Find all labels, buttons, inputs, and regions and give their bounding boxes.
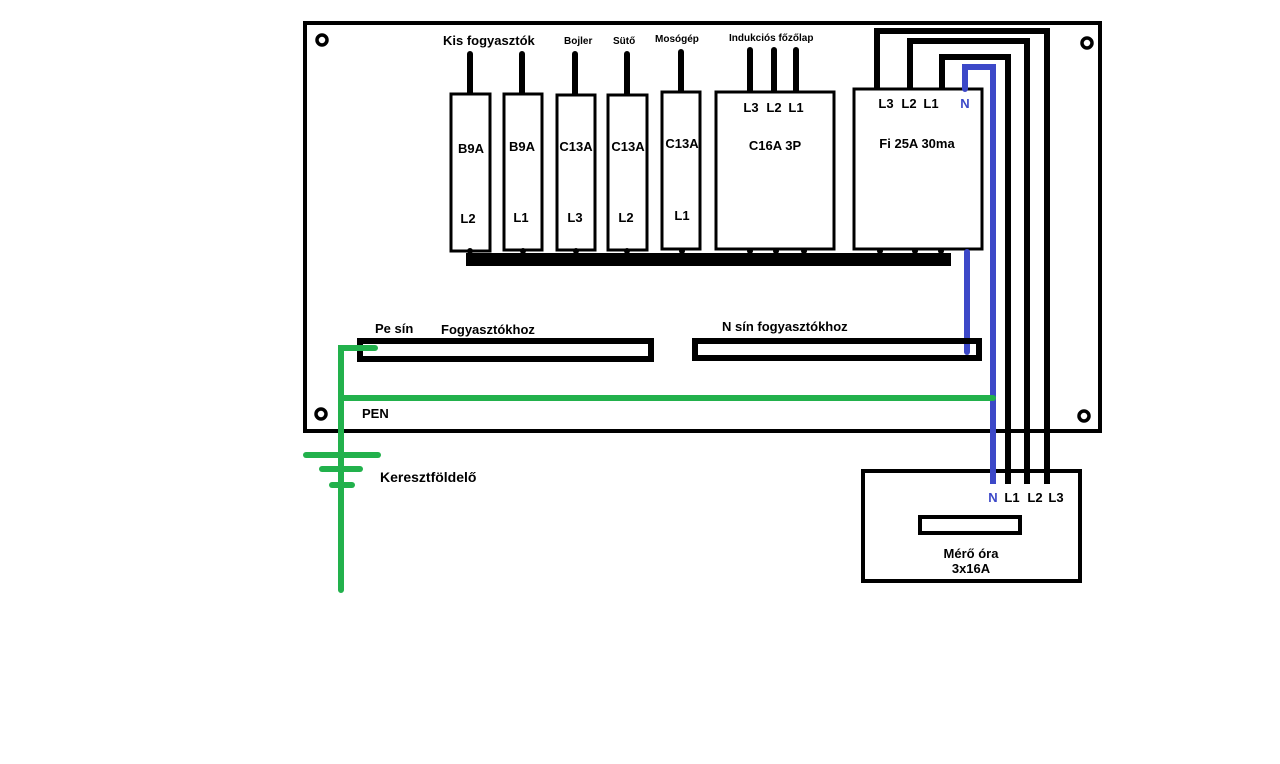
mounting-hole-icon [315,33,329,47]
phase-busbar [466,253,951,266]
mounting-hole-icon [1077,409,1091,423]
breaker-5[interactable]: C13A L1 [660,90,702,251]
wire-l1 [939,54,1011,472]
energy-meter[interactable]: N L1 L2 L3 Mérő óra 3x16A [861,469,1082,583]
breaker-phase: L1 [513,210,528,225]
group-label-oven: Sütő [613,36,635,47]
incoming-phase-wires [874,28,1050,472]
load-wires [467,47,799,98]
breaker-2[interactable]: B9A L1 [502,92,544,252]
meter-wire-ends [990,466,1050,484]
breaker-phase: L3 [567,210,582,225]
meter-terminal-n: N [988,490,997,505]
breaker-rating: C13A [559,139,593,154]
meter-terminal-l3: L3 [1048,490,1063,505]
breaker-phase: L1 [674,208,689,223]
breaker-rating: C13A [611,139,645,154]
meter-terminal-l2: L2 [1027,490,1042,505]
breaker-rating: B9A [509,139,536,154]
group-label-boiler: Bojler [564,36,592,47]
earth-wires [303,345,996,593]
pe-bar [357,338,654,362]
terminal-label: L1 [923,96,938,111]
breaker-rating: B9A [458,141,485,156]
neutral-terminal-label: N [960,96,969,111]
breaker-1[interactable]: B9A L2 [449,92,492,253]
meter-terminal-l1: L1 [1004,490,1019,505]
breaker-rating: C13A [665,136,699,151]
pe-bar-sublabel: Fogyasztókhoz [441,322,535,337]
breaker-3[interactable]: C13A L3 [555,93,597,252]
terminal-label: L3 [878,96,893,111]
mounting-hole-icon [314,407,328,421]
meter-title: Mérő óra [944,546,1000,561]
rcd[interactable]: L3 L2 L1 N Fi 25A 30ma [852,87,984,251]
wire-pe [338,345,378,593]
meter-rating: 3x16A [952,561,991,576]
terminal-label: L2 [901,96,916,111]
wire-l3 [874,28,1050,472]
group-label-washing-machine: Mosógép [655,34,699,45]
rcd-rating: Fi 25A 30ma [879,136,955,151]
panel-enclosure [303,21,1102,433]
group-label-induction-hob: Indukciós főzőlap [729,33,813,44]
group-label-small-loads: Kis fogyasztók [443,33,536,48]
n-bar [692,338,982,361]
terminal-label: L1 [788,100,803,115]
busbar-terminals [467,248,944,254]
pe-bar-label: Pe sín [375,321,413,336]
pen-label: PEN [362,406,389,421]
terminal-label: L2 [766,100,781,115]
breaker-phase: L2 [618,210,633,225]
ground-electrode-label: Keresztföldelő [380,469,476,485]
wire-neutral-main [962,64,996,479]
meter-display [918,515,1022,535]
breaker-4[interactable]: C13A L2 [606,93,649,252]
neutral-wires [962,64,996,479]
wire-l2 [907,38,1030,472]
breaker-phase: L2 [460,211,475,226]
breaker-3p[interactable]: L3 L2 L1 C16A 3P [714,90,836,251]
breaker-rating: C16A 3P [749,138,802,153]
mounting-hole-icon [1080,36,1094,50]
terminal-label: L3 [743,100,758,115]
n-bar-label: N sín fogyasztókhoz [722,319,848,334]
